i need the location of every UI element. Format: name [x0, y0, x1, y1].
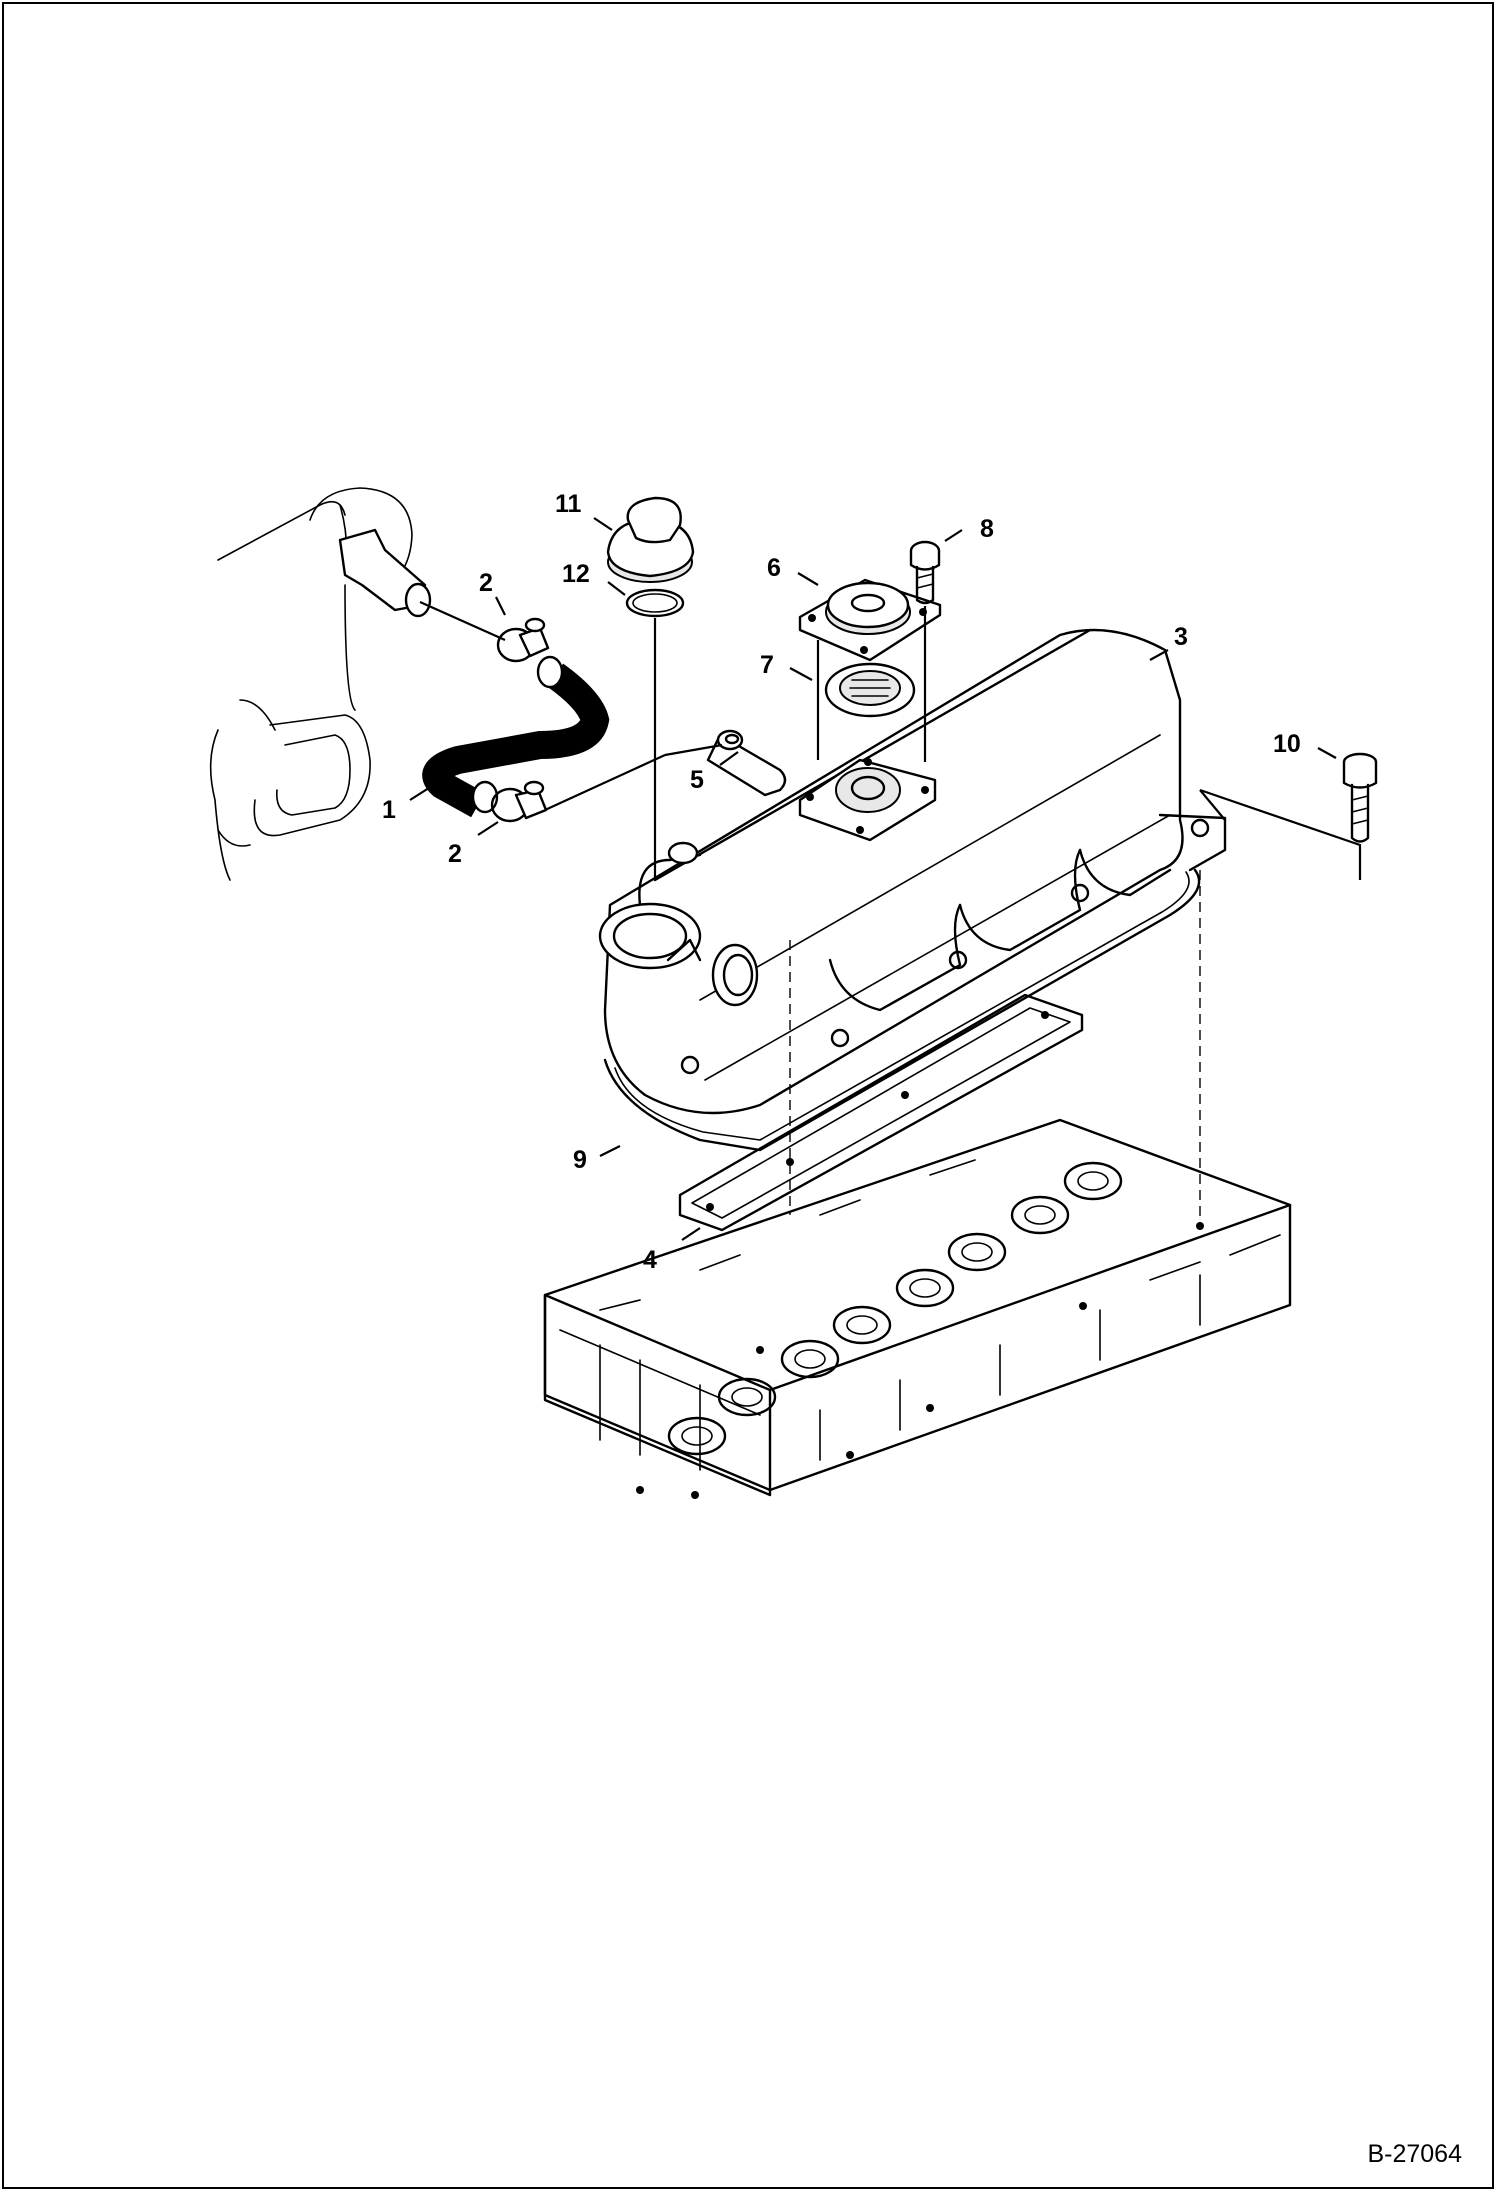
callout-12: 12 [562, 560, 590, 588]
screw [909, 540, 941, 605]
oil-filler-cap [606, 496, 695, 583]
callout-11: 11 [555, 490, 582, 518]
rocker-cover [598, 628, 1227, 1115]
callout-2-lower: 2 [448, 840, 462, 868]
callout-2-upper: 2 [479, 569, 493, 597]
callout-1: 1 [382, 796, 396, 824]
figure-number: B-27064 [1367, 2140, 1462, 2168]
callout-labels: 1 2 2 3 4 5 6 7 8 9 10 11 12 [382, 490, 1301, 1274]
callout-8: 8 [980, 515, 994, 543]
o-ring [625, 588, 685, 618]
callout-5: 5 [690, 766, 704, 794]
intake-housing [209, 487, 432, 881]
head-bolt-holes [636, 1222, 1204, 1499]
breather-diaphragm [824, 662, 916, 718]
cylinder-head [543, 1118, 1292, 1499]
callout-9: 9 [573, 1146, 587, 1174]
valve-cover-gasket [603, 868, 1201, 1152]
hose-clamp-upper [496, 617, 550, 663]
mounting-bolt [1342, 752, 1378, 843]
valve-ports [667, 1161, 1123, 1456]
callout-leaders [409, 517, 1337, 1241]
breather-cover [798, 578, 942, 662]
callout-3: 3 [1174, 623, 1188, 651]
callout-7: 7 [760, 651, 774, 679]
assembly-lines [419, 600, 1362, 1226]
callout-10: 10 [1273, 730, 1301, 758]
callout-4: 4 [643, 1246, 657, 1274]
hose-clamp-lower [490, 780, 548, 823]
callout-6: 6 [767, 554, 781, 582]
breather-tube [706, 729, 787, 797]
rocker-cover-gasket-lower [678, 993, 1084, 1232]
